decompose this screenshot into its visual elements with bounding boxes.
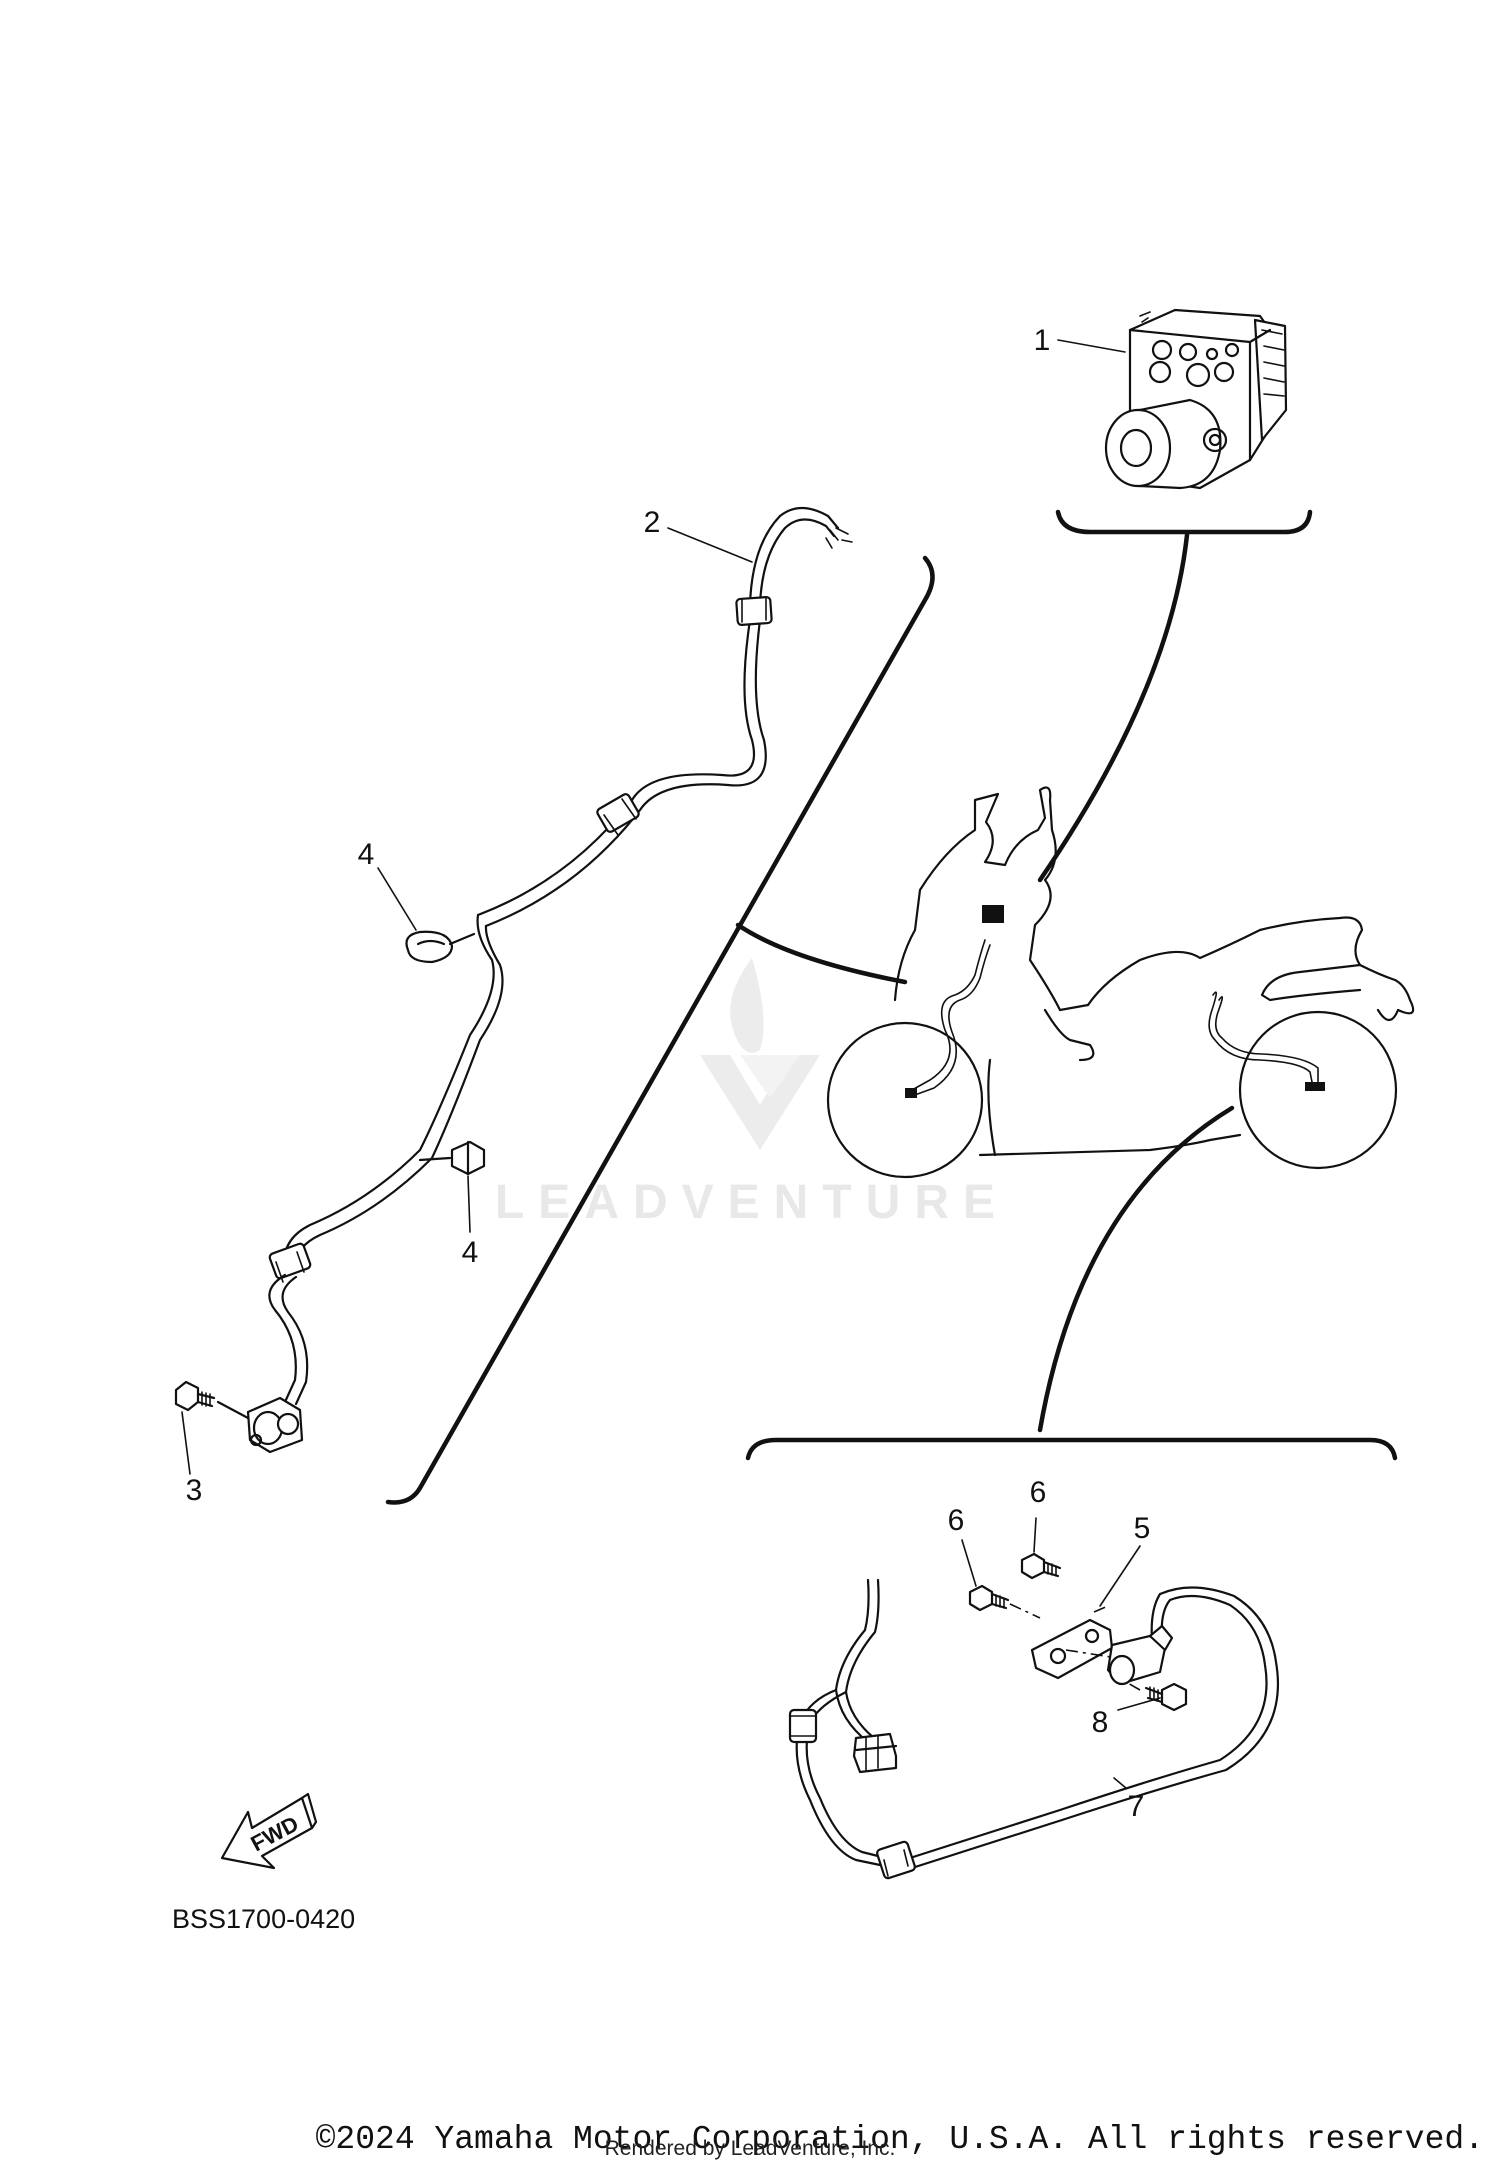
callout-5: 5: [1134, 1512, 1151, 1545]
leadventure-logo-icon: [700, 958, 820, 1150]
leader-6b: [961, 1539, 977, 1587]
callout-7: 7: [1128, 1790, 1145, 1823]
callout-6b: 6: [948, 1504, 965, 1537]
callout-8: 8: [1092, 1706, 1109, 1739]
leader-4b: [467, 1175, 471, 1233]
rendered-by-text: Rendered by LeadVenture, Inc.: [605, 2137, 896, 2160]
rear-sensor-cable: [788, 1578, 1280, 1880]
copyright-text: ©2024 Yamaha Motor Corporation, U.S.A. A…: [316, 2121, 1484, 2158]
callout-4a: 4: [358, 838, 375, 871]
leader-1: [1057, 339, 1126, 353]
rear-sensor-bracket: [1030, 1605, 1131, 1680]
bolt-6-upper: [1020, 1552, 1062, 1580]
rear-sensor-connector: [852, 1732, 898, 1774]
front-wheel-sensor: [246, 1396, 304, 1454]
leader-5: [1099, 1545, 1141, 1607]
motorcycle-silhouette: [826, 786, 1415, 1179]
bolt-6-lower: [968, 1584, 1041, 1619]
leader-6a: [1033, 1517, 1037, 1553]
clamp-4-lower: [418, 1140, 486, 1176]
leader-7: [1113, 1777, 1127, 1789]
callout-3: 3: [186, 1474, 203, 1507]
leader-3: [181, 1411, 191, 1475]
callout-2: 2: [644, 506, 661, 539]
fwd-arrow-icon: FWD: [220, 1792, 318, 1870]
abs-detail-frame: [1055, 509, 1313, 535]
callout-4b: 4: [462, 1236, 479, 1269]
abs-hydraulic-unit: [1104, 308, 1288, 490]
leader-4a: [377, 867, 417, 931]
front-detail-frame: [385, 555, 935, 1505]
callout-6a: 6: [1030, 1476, 1047, 1509]
front-sensor-cable: [268, 506, 853, 1406]
bolt-3: [174, 1380, 250, 1420]
rear-wheel-sensor: [1106, 1624, 1174, 1686]
abs-detail-leader: [1037, 532, 1190, 883]
front-detail-leader: [735, 922, 908, 985]
leader-2: [667, 527, 753, 563]
clamp-4-upper: [405, 930, 476, 964]
rear-detail-frame: [745, 1437, 1398, 1461]
watermark-text: LEADVENTURE: [495, 1176, 1009, 1229]
rear-detail-leader: [1037, 1105, 1235, 1433]
diagram-code: BSS1700-0420: [172, 1904, 355, 1934]
callout-1: 1: [1034, 324, 1051, 357]
leader-8: [1117, 1697, 1161, 1711]
